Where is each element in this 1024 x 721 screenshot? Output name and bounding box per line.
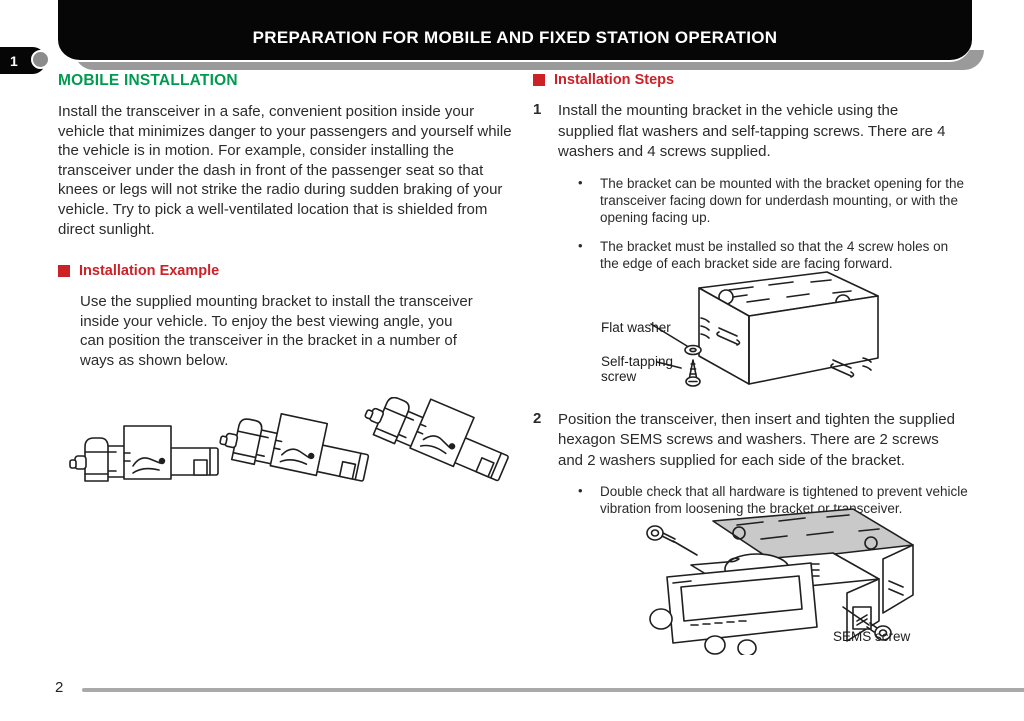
chapter-number: 1 [10, 52, 18, 69]
heading-installation-steps-label: Installation Steps [554, 72, 675, 88]
red-square-icon [58, 265, 70, 278]
transceiver-in-bracket-illustration [646, 508, 914, 655]
step-1: 1 Install the mounting bracket in the ve… [533, 101, 973, 163]
left-column: MOBILE INSTALLATION Install the transcei… [58, 72, 516, 509]
step-1-number: 1 [533, 101, 542, 118]
bullet-dot-icon: • [578, 483, 583, 498]
chapter-dot-icon [31, 50, 50, 69]
section-title-mobile-installation: MOBILE INSTALLATION [58, 72, 238, 89]
transceiver-angle-illustration [69, 396, 516, 488]
flat-washer-label: Flat washer [601, 319, 671, 335]
page-header-banner: PREPARATION FOR MOBILE AND FIXED STATION… [58, 0, 972, 62]
self-tapping-screw-label: Self-tapping screw [601, 353, 674, 385]
heading-installation-steps: Installation Steps [533, 72, 973, 88]
heading-installation-example-label: Installation Example [79, 263, 220, 280]
bracket-figure: Flat washer Self-tapping screw [533, 270, 973, 402]
mounting-angle-illustrations [58, 396, 516, 509]
sems-screw-label: SEMS screw [833, 629, 911, 644]
step-2-bullet-1: • Double check that all hardware is tigh… [578, 483, 968, 516]
example-paragraph: Use the supplied mounting bracket to ins… [80, 293, 473, 369]
mounting-bracket-illustration [650, 270, 879, 387]
step-2-number: 2 [533, 409, 542, 427]
step-1-text: Install the mounting bracket in the vehi… [558, 102, 946, 160]
bullet-dot-icon: • [578, 174, 583, 190]
heading-installation-example: Installation Example [58, 263, 516, 279]
step-1-bullet-2: • The bracket must be installed so that … [578, 237, 949, 271]
red-square-icon [533, 74, 545, 86]
radio-figure: SEMS screw [621, 503, 973, 655]
intro-paragraph: Install the transceiver in a safe, conve… [58, 103, 512, 238]
right-column: Installation Steps 1 Install the mountin… [533, 72, 973, 655]
step-2-text: Position the transceiver, then insert an… [558, 410, 955, 469]
footer-rule [82, 688, 1024, 692]
step-1-bullet-1: • The bracket can be mounted with the br… [578, 174, 964, 225]
step-2: 2 Position the transceiver, then insert … [533, 410, 973, 472]
page-title: PREPARATION FOR MOBILE AND FIXED STATION… [252, 28, 778, 47]
bullet-dot-icon: • [578, 237, 583, 253]
page-number: 2 [55, 679, 64, 696]
